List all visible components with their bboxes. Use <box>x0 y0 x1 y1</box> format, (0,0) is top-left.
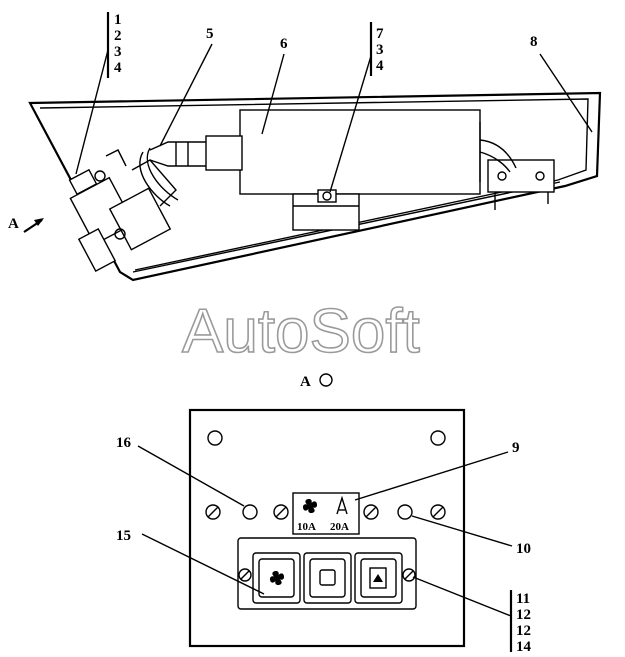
callout-group-8: 8 <box>530 34 593 133</box>
callout-15: 15 <box>116 528 131 544</box>
view-arrow-letter: A <box>8 216 19 232</box>
callout-group-7: 7 3 4 <box>329 22 384 193</box>
terminal-block <box>479 139 555 210</box>
callout-9: 9 <box>512 440 520 456</box>
callout-7: 7 <box>376 26 384 42</box>
control-panel: 10A 20A <box>188 408 466 648</box>
callout-12: 12 <box>516 607 531 623</box>
callout-6: 6 <box>280 36 288 52</box>
callout-14: 14 <box>516 639 532 655</box>
switch-bank <box>237 537 417 610</box>
view-label-letter: A <box>300 374 311 390</box>
callout-group-5: 5 <box>159 26 214 147</box>
fan-icon <box>303 499 317 513</box>
callout-5: 5 <box>206 26 214 42</box>
callout-group-1-4: 1 2 3 4 <box>75 12 122 175</box>
relay-box <box>205 109 481 195</box>
switch-assembly <box>68 149 177 273</box>
mounting-hole <box>207 430 223 446</box>
screw-row <box>205 504 446 520</box>
callout-group-6: 6 <box>261 36 288 135</box>
callout-7-4: 4 <box>376 58 384 74</box>
cable-tube <box>139 141 206 207</box>
mounting-hole <box>430 430 446 446</box>
callout-4: 4 <box>114 60 122 76</box>
view-label: A <box>300 373 333 390</box>
fan-icon <box>270 571 284 585</box>
switch-wiper[interactable] <box>354 552 403 604</box>
callout-10: 10 <box>516 541 531 557</box>
relay-bracket <box>292 189 360 231</box>
fuse-label-left: 10A <box>297 521 316 533</box>
callout-8: 8 <box>530 34 538 50</box>
callout-16: 16 <box>116 435 132 451</box>
callout-2: 2 <box>114 28 122 44</box>
switch-center[interactable] <box>303 552 352 604</box>
callout-group-10: 10 <box>411 515 531 557</box>
fuse-block: 10A 20A <box>292 492 360 535</box>
view-arrow: A <box>8 216 44 233</box>
callout-group-9: 9 <box>354 440 520 501</box>
callout-group-16: 16 <box>116 435 245 507</box>
callout-3: 3 <box>114 44 122 60</box>
callout-12-b: 12 <box>516 623 531 639</box>
callout-group-15: 15 <box>116 528 265 595</box>
callout-11: 11 <box>516 591 530 607</box>
callout-7-3: 3 <box>376 42 384 58</box>
square-icon <box>319 569 336 586</box>
callout-1: 1 <box>114 12 122 28</box>
fuse-label-right: 20A <box>330 521 349 533</box>
callout-group-11-14: 11 12 12 14 <box>412 576 532 655</box>
wiper-icon <box>336 495 348 515</box>
wiper-icon <box>369 567 387 589</box>
switch-fan[interactable] <box>252 552 301 604</box>
watermark: AutoSoft <box>182 297 420 366</box>
